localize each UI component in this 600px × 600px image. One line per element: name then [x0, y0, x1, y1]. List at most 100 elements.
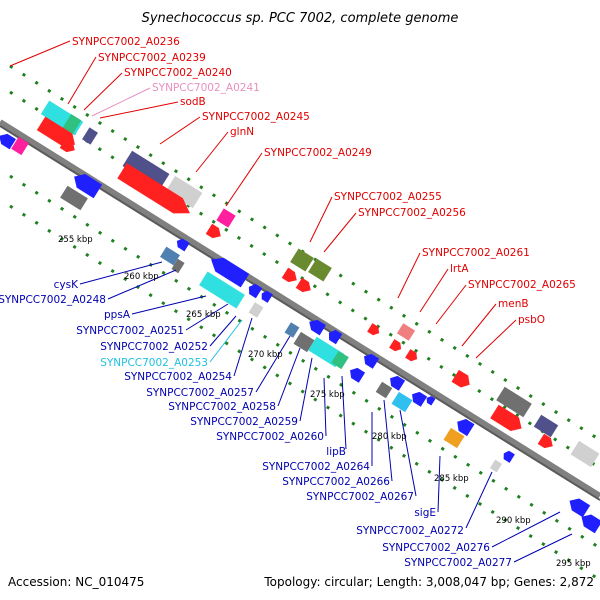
gene-a0264-b[interactable] [347, 365, 366, 383]
label-a0248[interactable]: SYNPCC7002_A0248 [0, 294, 106, 306]
label-sige[interactable]: sigE [414, 507, 436, 519]
leader-a0267 [399, 409, 417, 497]
label-a0251[interactable]: SYNPCC7002_A0251 [76, 325, 184, 337]
label-a0257[interactable]: SYNPCC7002_A0257 [146, 387, 254, 399]
gene-a0264[interactable] [361, 351, 380, 369]
label-a0265[interactable]: SYNPCC7002_A0265 [468, 279, 576, 291]
label-a0253[interactable]: SYNPCC7002_A0253 [100, 357, 208, 369]
gene-a0249-b[interactable] [205, 223, 224, 242]
label-a0245[interactable]: SYNPCC7002_A0245 [202, 111, 310, 123]
gene-a0267-b[interactable] [409, 389, 428, 407]
gene-a0267[interactable] [391, 391, 413, 413]
gene-lrta[interactable] [396, 323, 416, 341]
leader-sige [437, 455, 441, 513]
gene-a0256-red[interactable] [295, 277, 314, 296]
label-a0259[interactable]: SYNPCC7002_A0259 [190, 416, 298, 428]
gene-rev-left-b[interactable] [11, 136, 29, 156]
leader-a0248 [107, 269, 177, 300]
gene-a0239[interactable] [62, 114, 82, 134]
gene-a0249[interactable] [216, 208, 236, 228]
gene-a0266-b[interactable] [387, 373, 406, 391]
label-menb[interactable]: menB [498, 298, 529, 310]
gene-a0259[interactable] [293, 331, 315, 353]
gene-a0251[interactable] [199, 271, 245, 309]
leader-a0253 [209, 319, 243, 363]
leader-a0276 [491, 511, 561, 548]
label-a0261[interactable]: SYNPCC7002_A0261 [422, 247, 530, 259]
label-a0267[interactable]: SYNPCC7002_A0267 [306, 491, 414, 503]
gene-a0255[interactable] [290, 248, 314, 272]
label-a0241[interactable]: SYNPCC7002_A0241 [152, 82, 260, 94]
gene-psbo[interactable] [496, 386, 532, 418]
gene-cysk-arrow[interactable] [174, 237, 190, 252]
gene-a0267-c[interactable] [424, 394, 436, 406]
gene-a0253[interactable] [259, 289, 273, 303]
gene-a0265-b[interactable] [405, 349, 420, 363]
gene-a0261[interactable] [367, 323, 382, 337]
label-ppsa[interactable]: ppsA [104, 309, 131, 321]
tick-275: 275 kbp [310, 390, 345, 400]
label-sodb[interactable]: sodB [180, 96, 206, 108]
label-cysk[interactable]: cysK [54, 279, 79, 291]
gene-a0245-top[interactable] [122, 150, 170, 190]
label-lrta[interactable]: lrtA [450, 263, 469, 275]
gene-a0254[interactable] [248, 302, 264, 318]
gene-a0245-gray[interactable] [165, 175, 203, 209]
tick-265: 265 kbp [186, 310, 221, 320]
gene-a0258-b[interactable] [326, 328, 343, 345]
label-a0256[interactable]: SYNPCC7002_A0256 [358, 207, 466, 219]
gene-fwd-a[interactable] [533, 414, 559, 438]
tick-270: 270 kbp [248, 350, 283, 360]
label-a0276[interactable]: SYNPCC7002_A0276 [382, 542, 490, 554]
label-a0266[interactable]: SYNPCC7002_A0266 [282, 476, 390, 488]
gene-a0248[interactable] [171, 258, 185, 274]
tick-290: 290 kbp [496, 516, 531, 526]
gene-a0256[interactable] [308, 258, 332, 282]
label-a0264[interactable]: SYNPCC7002_A0264 [262, 461, 370, 473]
label-a0277[interactable]: SYNPCC7002_A0277 [404, 557, 512, 569]
gene-lipb[interactable] [331, 350, 349, 370]
gene-sodb[interactable] [59, 137, 78, 156]
gene-a0276[interactable] [566, 495, 591, 518]
leader-a0249 [225, 152, 263, 207]
gene-ppsa[interactable] [207, 253, 250, 288]
gene-a0255-red[interactable] [281, 267, 300, 286]
gene-a0265-a[interactable] [389, 339, 404, 353]
gene-sige[interactable] [454, 416, 475, 437]
gene-a0257[interactable] [284, 322, 300, 338]
leader-a0241 [91, 87, 151, 117]
label-a0255[interactable]: SYNPCC7002_A0255 [334, 191, 442, 203]
gene-a0266[interactable] [375, 381, 393, 399]
gene-psbo-red[interactable] [490, 404, 526, 436]
gene-sige-orange[interactable] [443, 427, 465, 449]
gene-fwd-c[interactable] [570, 440, 600, 468]
label-a0272[interactable]: SYNPCC7002_A0272 [356, 525, 464, 537]
label-a0260[interactable]: SYNPCC7002_A0260 [216, 431, 324, 443]
map-title: Synechococcus sp. PCC 7002, complete gen… [142, 11, 459, 26]
leader-a0260 [323, 377, 327, 437]
gene-a0240[interactable] [82, 127, 98, 145]
label-lipb[interactable]: lipB [326, 446, 346, 458]
gene-menb[interactable] [451, 369, 474, 391]
label-a0258[interactable]: SYNPCC7002_A0258 [168, 401, 276, 413]
label-a0249[interactable]: SYNPCC7002_A0249 [264, 147, 372, 159]
gene-rev-left-a[interactable] [0, 131, 16, 150]
leader-a0272 [465, 471, 493, 529]
label-a0240[interactable]: SYNPCC7002_A0240 [124, 67, 232, 79]
label-glnn[interactable]: glnN [230, 126, 254, 138]
gene-a0252[interactable] [246, 282, 263, 299]
gene-a0272[interactable] [501, 449, 515, 463]
label-a0254[interactable]: SYNPCC7002_A0254 [124, 371, 232, 383]
gene-glnn[interactable] [117, 163, 194, 221]
gene-cysk[interactable] [160, 246, 180, 266]
label-psbo[interactable]: psbO [518, 314, 545, 326]
gene-rev-255b[interactable] [60, 185, 88, 211]
gene-a0258[interactable] [306, 317, 326, 336]
gene-a0277[interactable] [578, 511, 600, 534]
label-a0252[interactable]: SYNPCC7002_A0252 [100, 341, 208, 353]
gene-a0272-b[interactable] [489, 459, 503, 473]
label-a0239[interactable]: SYNPCC7002_A0239 [98, 52, 206, 64]
gene-fwd-b[interactable] [537, 433, 556, 452]
label-a0236[interactable]: SYNPCC7002_A0236 [72, 36, 180, 48]
gene-rev-255a[interactable] [70, 170, 103, 199]
